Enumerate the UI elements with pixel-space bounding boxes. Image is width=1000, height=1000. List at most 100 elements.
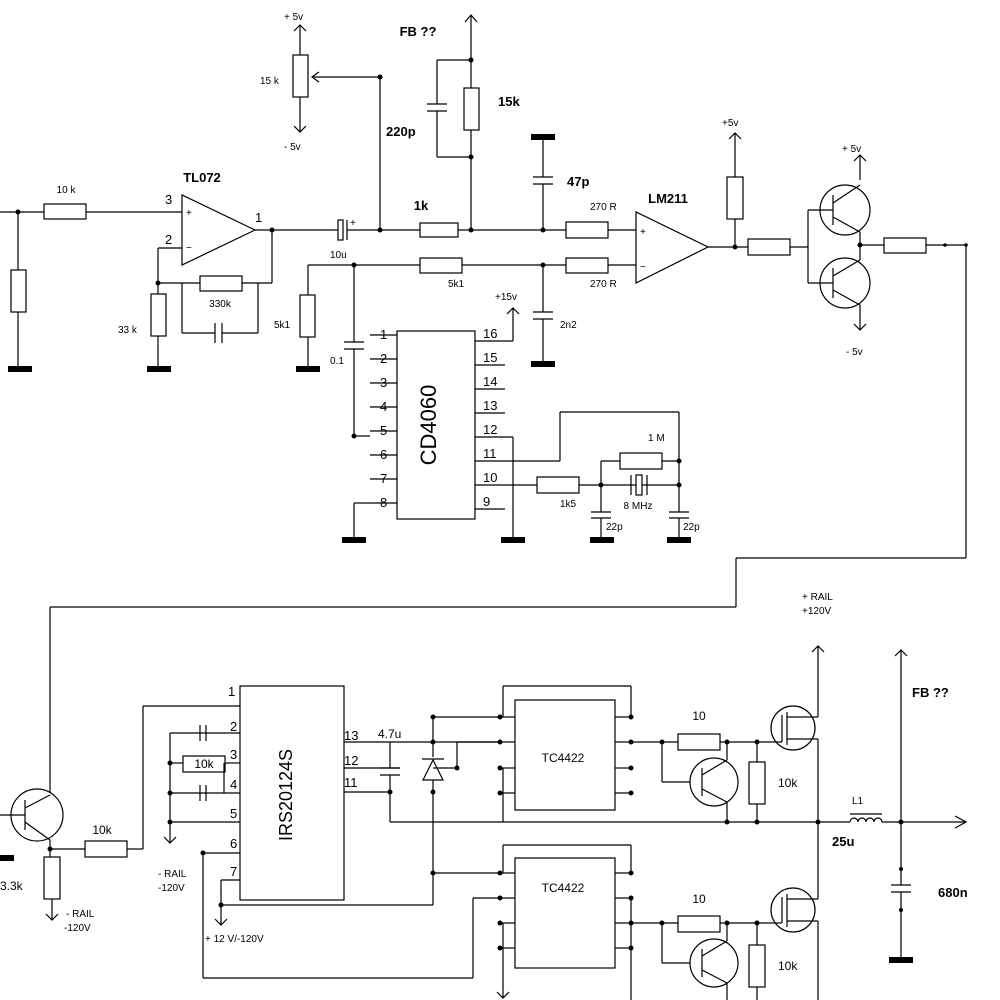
cd-pin-6: 6 bbox=[380, 447, 387, 462]
label-22p-b: 22p bbox=[683, 522, 700, 533]
level-shift-stage: 3.3k - RAIL -120V 10k bbox=[0, 705, 240, 934]
label-10-b: 10 bbox=[692, 892, 706, 906]
cd-pin-13: 13 bbox=[483, 398, 497, 413]
label-5k1-a: 5k1 bbox=[274, 320, 291, 331]
resistor-10k-gate-a bbox=[748, 761, 766, 805]
label-pos5v-pot: + 5v bbox=[284, 12, 303, 23]
resistor-3-3k bbox=[43, 856, 61, 900]
crystal-8mhz bbox=[635, 474, 643, 496]
resistor-270r-a bbox=[565, 221, 609, 239]
cd-pin-8: 8 bbox=[380, 495, 387, 510]
cd-pin-5: 5 bbox=[380, 423, 387, 438]
label-irs20124s: IRS20124S bbox=[276, 749, 296, 841]
label-10k-irs: 10k bbox=[194, 757, 214, 771]
resistor-5k1-a bbox=[299, 294, 316, 338]
cd4060-right-pins: 16 15 14 13 12 11 10 9 bbox=[475, 326, 560, 510]
label-tc4422-b: TC4422 bbox=[542, 881, 585, 895]
input-stage: 10 k TL072 3 2 1 + − 33 k 330k bbox=[0, 170, 330, 372]
resistor-10k-irs bbox=[182, 755, 226, 773]
label-rail-neg-a1: - RAIL bbox=[158, 869, 187, 880]
mosfet-stage-b: 10 10k bbox=[659, 822, 819, 1000]
resistor-10-b bbox=[677, 915, 721, 933]
label-680n: 680n bbox=[938, 885, 968, 900]
label-25u: 25u bbox=[832, 834, 854, 849]
label-fb-bottom: FB ?? bbox=[912, 685, 949, 700]
ic-irs20124s bbox=[239, 685, 345, 901]
label-rail-neg-b2: -120V bbox=[64, 923, 91, 934]
label-4-7u: 4.7u bbox=[378, 727, 401, 741]
cmp-plus: + bbox=[640, 227, 646, 238]
label-rail-pos-2: +120V bbox=[802, 606, 832, 617]
label-330k: 330k bbox=[209, 299, 232, 310]
cd-pin-15: 15 bbox=[483, 350, 497, 365]
label-220p: 220p bbox=[386, 124, 416, 139]
opamp-tl072 bbox=[181, 194, 257, 266]
minus-sign: − bbox=[186, 243, 192, 254]
label-10k-gate-a: 10k bbox=[778, 776, 798, 790]
cd-pin-12: 12 bbox=[483, 422, 497, 437]
label-neg5v-buf: - 5v bbox=[846, 347, 863, 358]
cd-pin-2: 2 bbox=[380, 351, 387, 366]
pin-2: 2 bbox=[165, 232, 172, 247]
cd-pin-3: 3 bbox=[380, 375, 387, 390]
cd-pin-11: 11 bbox=[483, 446, 497, 461]
label-rail-neg-b1: - RAIL bbox=[66, 909, 95, 920]
label-l1: L1 bbox=[852, 796, 864, 807]
label-10u: 10u bbox=[330, 250, 347, 261]
label-cd4060: CD4060 bbox=[416, 385, 441, 466]
label-270r-b: 270 R bbox=[590, 279, 617, 290]
irs-pin-13: 13 bbox=[344, 728, 358, 743]
mosfet-stage-a: 10 10k + RAIL +120V bbox=[659, 592, 833, 825]
label-supply-irs: + 12 V/-120V bbox=[205, 934, 264, 945]
irs-pin-4: 4 bbox=[230, 777, 237, 792]
tc4422-driver-b: TC4422 bbox=[473, 844, 678, 1000]
cd-pin-7: 7 bbox=[380, 471, 387, 486]
label-rail-pos-1: + RAIL bbox=[802, 592, 833, 603]
label-3-3k: 3.3k bbox=[0, 879, 24, 893]
ic-tc4422-b bbox=[514, 857, 616, 969]
resistor-330k bbox=[199, 275, 243, 292]
cd-pin-1: 1 bbox=[380, 327, 387, 342]
resistor-1k bbox=[419, 222, 459, 238]
irs-pin-1: 1 bbox=[228, 684, 235, 699]
resistor-1m bbox=[619, 452, 663, 470]
irs-pin-11: 11 bbox=[344, 775, 358, 790]
label-33k: 33 k bbox=[118, 325, 138, 336]
resistor-1k5 bbox=[536, 476, 580, 494]
tc4422-driver-a: TC4422 bbox=[497, 685, 678, 822]
label-rail-neg-a2: -120V bbox=[158, 883, 185, 894]
label-47p: 47p bbox=[567, 174, 589, 189]
resistor-5k1-b bbox=[419, 257, 463, 274]
irs-pin-5: 5 bbox=[230, 806, 237, 821]
cap-plus: + bbox=[350, 218, 356, 229]
resistor-33k bbox=[150, 293, 167, 337]
pin-3: 3 bbox=[165, 192, 172, 207]
label-270r-a: 270 R bbox=[590, 202, 617, 213]
label-1k: 1k bbox=[414, 198, 429, 213]
irs-pin-3: 3 bbox=[230, 747, 237, 762]
label-1m: 1 M bbox=[648, 433, 665, 444]
label-15k-fb: 15k bbox=[498, 94, 520, 109]
label-0-1: 0.1 bbox=[330, 356, 344, 367]
label-pos5v-lm: +5v bbox=[722, 118, 738, 129]
resistor-270r-b bbox=[565, 257, 609, 274]
label-r-10k-input: 10 k bbox=[57, 185, 77, 196]
resistor-10k-gate-b bbox=[748, 944, 766, 988]
resistor-15k-fb bbox=[463, 87, 480, 131]
label-pos15v: +15v bbox=[495, 292, 517, 303]
irs-pin-2: 2 bbox=[230, 719, 237, 734]
cd4060-oscillator: CD4060 1 2 3 4 5 6 7 8 bbox=[342, 292, 700, 543]
pin-1: 1 bbox=[255, 210, 262, 225]
cd-pin-4: 4 bbox=[380, 399, 387, 414]
label-1k5: 1k5 bbox=[560, 499, 577, 510]
label-fb-top: FB ?? bbox=[400, 24, 437, 39]
output-filter: L1 25u FB ?? 680n bbox=[818, 649, 968, 963]
resistor-10k-base bbox=[84, 840, 128, 858]
cd-pin-10: 10 bbox=[483, 470, 497, 485]
irs-pin-6: 6 bbox=[230, 836, 237, 851]
ic-cd4060 bbox=[396, 330, 476, 520]
label-lm211: LM211 bbox=[648, 191, 688, 206]
label-22p-a: 22p bbox=[606, 522, 623, 533]
resistor-10-a bbox=[677, 733, 721, 751]
